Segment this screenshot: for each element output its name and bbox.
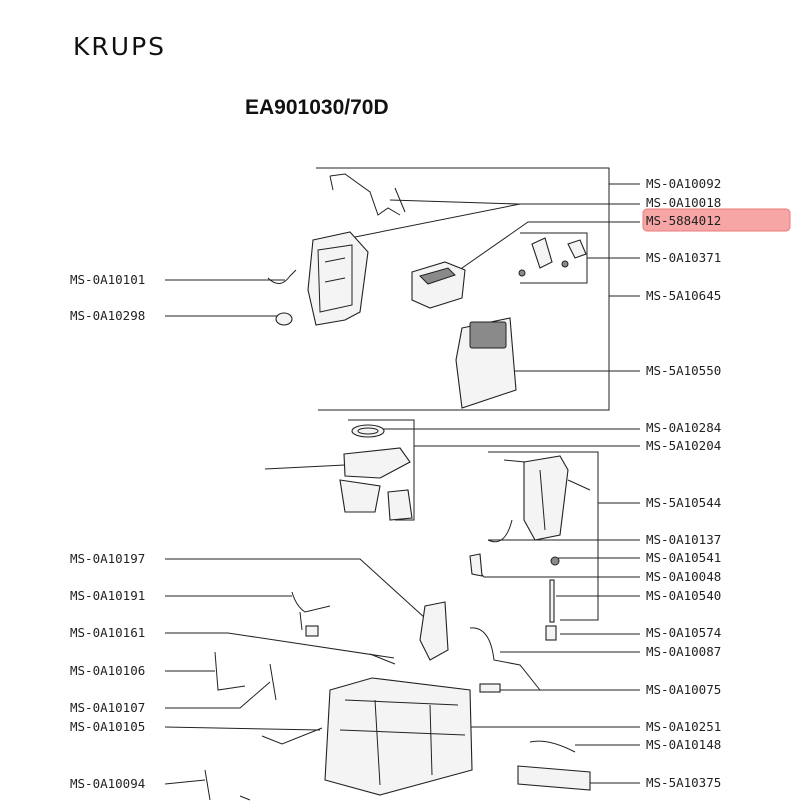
part-label-ms-5884012[interactable]: MS-5884012 <box>646 213 721 228</box>
part-label-ms-5a10645[interactable]: MS-5A10645 <box>646 288 721 303</box>
part-label-ms-0a10018[interactable]: MS-0A10018 <box>646 195 721 210</box>
part-label-ms-5a10544[interactable]: MS-5A10544 <box>646 495 721 510</box>
part-label-ms-0a10251[interactable]: MS-0A10251 <box>646 719 721 734</box>
part-label-ms-0a10106[interactable]: MS-0A10106 <box>70 663 145 678</box>
part-label-ms-0a10161[interactable]: MS-0A10161 <box>70 625 145 640</box>
part-label-ms-0a10094[interactable]: MS-0A10094 <box>70 776 145 791</box>
part-labels-right: MS-0A10092 MS-0A10018 MS-5884012 MS-0A10… <box>646 176 721 790</box>
part-label-ms-5a10550[interactable]: MS-5A10550 <box>646 363 721 378</box>
part-label-ms-0a10107[interactable]: MS-0A10107 <box>70 700 145 715</box>
part-label-ms-5a10375[interactable]: MS-5A10375 <box>646 775 721 790</box>
part-drawings <box>204 173 591 801</box>
part-label-ms-0a10540[interactable]: MS-0A10540 <box>646 588 721 603</box>
leader-lines <box>164 167 640 785</box>
part-label-ms-0a10298[interactable]: MS-0A10298 <box>70 308 145 323</box>
part-label-ms-0a10075[interactable]: MS-0A10075 <box>646 682 721 697</box>
part-label-ms-0a10197[interactable]: MS-0A10197 <box>70 551 145 566</box>
part-label-ms-0a10284[interactable]: MS-0A10284 <box>646 420 721 435</box>
part-label-ms-0a10148[interactable]: MS-0A10148 <box>646 737 721 752</box>
part-label-ms-0a10191[interactable]: MS-0A10191 <box>70 588 145 603</box>
part-label-ms-5a10204[interactable]: MS-5A10204 <box>646 438 721 453</box>
part-label-ms-0a10105[interactable]: MS-0A10105 <box>70 719 145 734</box>
part-label-ms-0a10092[interactable]: MS-0A10092 <box>646 176 721 191</box>
part-label-ms-0a10087[interactable]: MS-0A10087 <box>646 644 721 659</box>
part-label-ms-0a10137[interactable]: MS-0A10137 <box>646 532 721 547</box>
part-label-ms-0a10574[interactable]: MS-0A10574 <box>646 625 721 640</box>
part-labels-left: MS-0A10101 MS-0A10298 MS-0A10197 MS-0A10… <box>70 272 145 791</box>
selected-part-highlight <box>642 208 791 232</box>
brand-logo: KRUPS <box>73 32 166 61</box>
part-label-ms-0a10371[interactable]: MS-0A10371 <box>646 250 721 265</box>
part-label-ms-0a10541[interactable]: MS-0A10541 <box>646 550 721 565</box>
part-label-ms-0a10101[interactable]: MS-0A10101 <box>70 272 145 287</box>
part-label-ms-0a10048[interactable]: MS-0A10048 <box>646 569 721 584</box>
model-title: EA901030/70D <box>245 96 389 119</box>
